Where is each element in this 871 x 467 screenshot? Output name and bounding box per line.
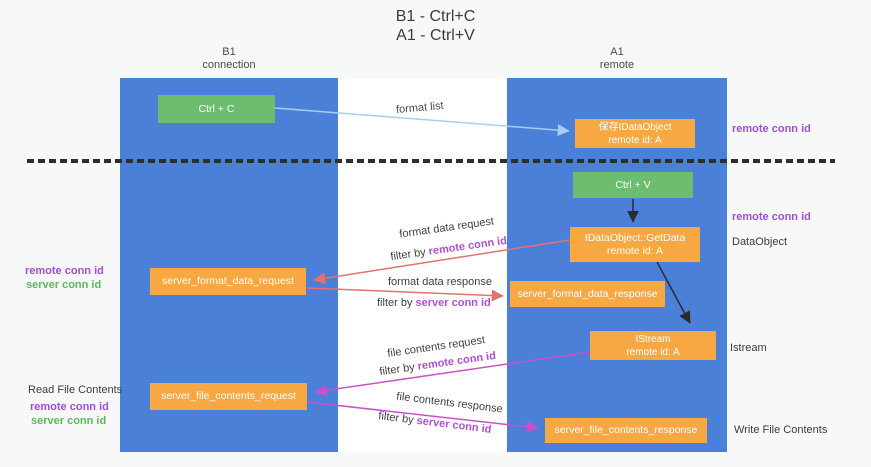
title-line-1: B1 - Ctrl+C xyxy=(395,8,476,25)
node-idataobject-getdata-line2: remote id: A xyxy=(606,244,664,257)
divider-dashed-line xyxy=(27,159,835,163)
node-save-idataobject-line2: remote id: A xyxy=(608,134,662,146)
node-ctrl-c: Ctrl + C xyxy=(158,95,275,123)
node-save-idataobject: 保存IDataObject remote id: A xyxy=(575,119,695,148)
annotation-server-conn-id-left: server conn id xyxy=(26,279,102,291)
node-server-format-data-request-label: server_format_data_request xyxy=(162,275,294,287)
server-conn-id-highlight: server conn id xyxy=(415,297,491,309)
annotation-remote-conn-id-bottom-left: remote conn id xyxy=(30,401,109,413)
title-line-2: A1 - Ctrl+V xyxy=(396,27,475,44)
node-server-format-data-response: server_format_data_response xyxy=(510,281,665,307)
node-ctrl-v-label: Ctrl + V xyxy=(615,178,651,191)
lane-b1-subtitle: connection xyxy=(202,59,256,71)
node-server-format-data-response-label: server_format_data_response xyxy=(517,287,658,300)
annotation-dataobject: DataObject xyxy=(732,236,788,248)
node-ctrl-c-label: Ctrl + C xyxy=(198,102,235,115)
node-save-idataobject-line1: 保存IDataObject xyxy=(598,121,672,133)
lane-header-b1: B1 connection xyxy=(120,46,338,72)
node-server-file-contents-response-label: server_file_contents_response xyxy=(554,424,698,436)
edge-label-filter-server-1: filter by server conn id xyxy=(377,297,491,309)
annotation-remote-conn-id-mid-right: remote conn id xyxy=(732,211,811,223)
filter-by-text: filter by xyxy=(377,297,413,309)
lane-a1-name: A1 xyxy=(610,46,624,58)
lane-b1-name: B1 xyxy=(222,46,236,58)
lane-a1-subtitle: remote xyxy=(599,59,635,71)
annotation-remote-conn-id-top-right: remote conn id xyxy=(732,123,811,135)
annotation-read-file-contents: Read File Contents xyxy=(28,384,123,396)
node-server-format-data-request: server_format_data_request xyxy=(150,268,306,295)
node-idataobject-getdata-line1: IDataObject::GetData xyxy=(584,231,686,244)
node-server-file-contents-request: server_file_contents_request xyxy=(150,383,307,410)
annotation-remote-conn-id-left: remote conn id xyxy=(25,265,104,277)
lane-header-a1: A1 remote xyxy=(507,46,727,72)
node-server-file-contents-response: server_file_contents_response xyxy=(545,418,707,443)
node-server-file-contents-request-label: server_file_contents_request xyxy=(161,390,296,402)
node-ctrl-v: Ctrl + V xyxy=(573,172,693,198)
annotation-write-file-contents: Write File Contents xyxy=(734,424,828,436)
annotation-istream: Istream xyxy=(730,342,767,354)
annotation-server-conn-id-bottom-left: server conn id xyxy=(31,415,107,427)
node-istream: IStream remote id: A xyxy=(590,331,716,360)
node-idataobject-getdata: IDataObject::GetData remote id: A xyxy=(570,227,700,262)
node-istream-line2: remote id: A xyxy=(626,346,680,358)
edge-label-format-data-response: format data response xyxy=(388,276,492,288)
node-istream-line1: IStream xyxy=(635,333,671,345)
diagram-title: B1 - Ctrl+C A1 - Ctrl+V xyxy=(0,7,871,45)
